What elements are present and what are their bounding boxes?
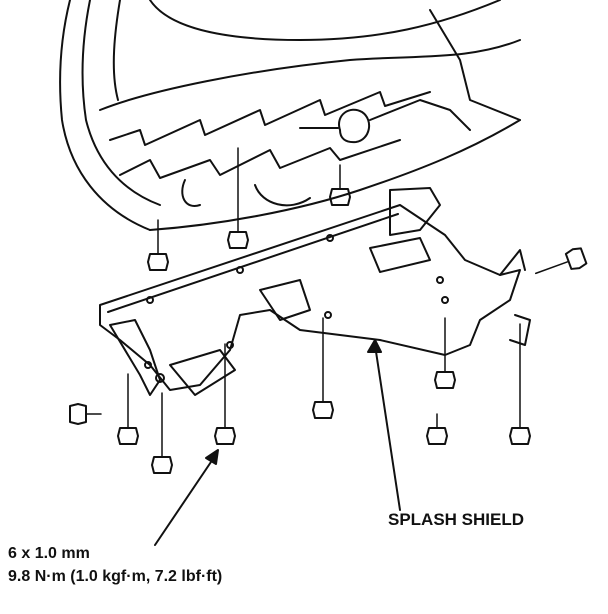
bolt-icon [426, 413, 448, 445]
bolt-icon [434, 317, 456, 389]
bolt-icon [312, 317, 334, 419]
bolt-torque-label: 9.8 N·m (1.0 kgf·m, 7.2 lbf·ft) [8, 568, 223, 585]
splash-shield-panel [99, 204, 531, 396]
bolt-size-label: 6 x 1.0 mm [8, 545, 90, 562]
leader-arrows [154, 339, 401, 546]
bolt-icon [534, 247, 588, 275]
bolt-icon [227, 147, 249, 249]
bolt-icon [151, 392, 173, 474]
splash-shield-label: SPLASH SHIELD [388, 510, 525, 529]
bolt-icon [69, 403, 102, 425]
bolt-icons [69, 147, 588, 474]
bolt-icon [117, 373, 139, 445]
bolt-icon [147, 219, 169, 271]
bolt-icon [329, 164, 351, 206]
bolt-icon [509, 323, 531, 445]
vehicle-underbody [59, 0, 521, 236]
bolt-icon [214, 343, 236, 445]
